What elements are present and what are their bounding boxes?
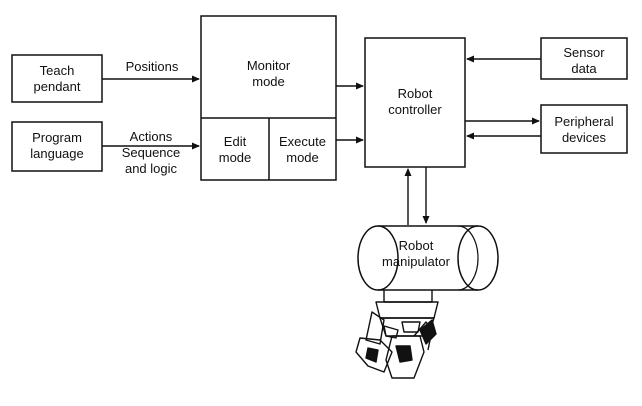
program-language-label: Program language [30,130,84,161]
teach-pendant-label: Teach pendant [33,63,81,94]
robot-manipulator-cylinder [357,225,499,291]
peripheral-devices-label: Peripheral devices [554,114,614,145]
execute-mode-label: Execute mode [279,134,326,165]
actions-label: Actions Sequence and logic [121,129,181,176]
robot-gripper-icon [355,290,439,379]
robot-controller-label: Robot controller [388,86,442,117]
peripheral-devices-box [540,104,628,154]
sensor-data-label: Sensor data [563,45,605,76]
robot-controller-box [364,37,466,168]
positions-label: Positions [125,59,179,74]
robot-manipulator-label: Robot manipulator [382,238,450,269]
monitor-mode-label: Monitor mode [246,58,291,89]
edit-mode-label: Edit mode [218,134,252,165]
